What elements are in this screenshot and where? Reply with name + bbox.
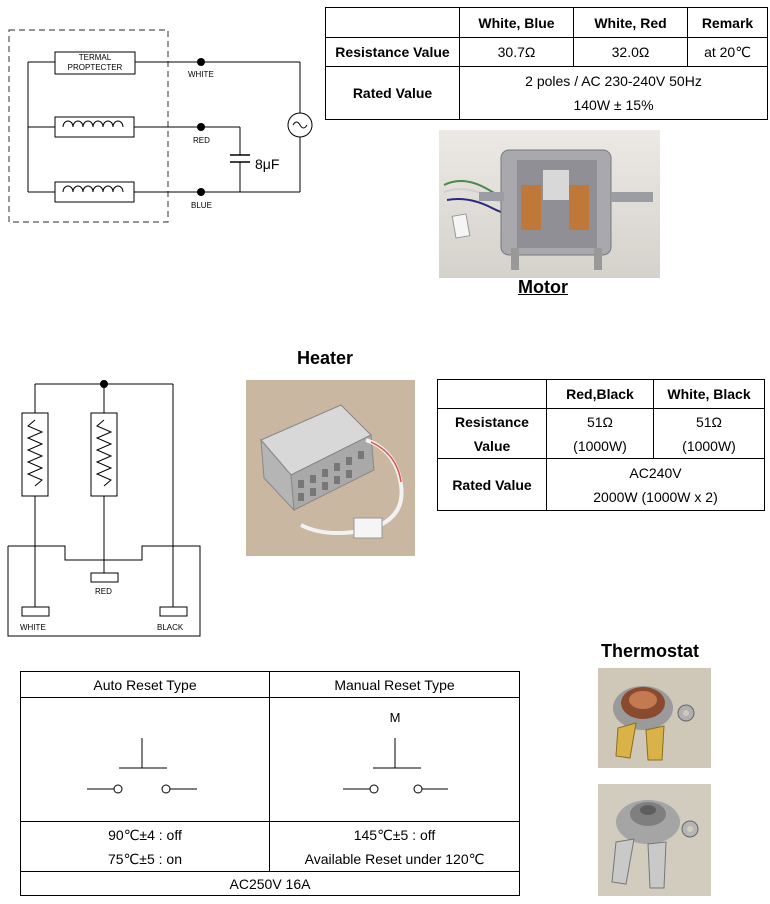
motor-resistance-white-red: 32.0Ω <box>573 37 688 67</box>
wire-blue-label: BLUE <box>191 201 212 210</box>
motor-resistance-white-blue: 30.7Ω <box>459 37 574 67</box>
heater-black-terminal <box>159 606 188 617</box>
capacitor-label: 8μF <box>255 156 279 172</box>
heater-row-resistance-2: Value <box>473 437 511 454</box>
heater-wire-red-label: RED <box>95 587 112 596</box>
motor-coil-2 <box>54 181 135 203</box>
motor-col-remark: Remark <box>687 7 768 38</box>
heater-title: Heater <box>297 348 354 368</box>
motor-col-white-red: White, Red <box>573 7 688 38</box>
thermostat-col-auto: Auto Reset Type <box>20 671 270 698</box>
heater-col-white-black: White, Black <box>653 379 765 409</box>
thermal-protector-label-2: PROPTECTER <box>68 63 123 72</box>
heater-rated-line-2: 2000W (1000W x 2) <box>593 488 718 505</box>
heater-row-rated: Rated Value <box>437 458 547 511</box>
auto-reset-on: 75℃±5 : on <box>107 850 182 867</box>
heater-photo <box>246 380 415 556</box>
heater-circuit-diagram: WHITE RED BLACK <box>7 380 201 637</box>
motor-rated-line-1: 2 poles / AC 230-240V 50Hz <box>525 73 702 89</box>
heater-res-white-black-watt: (1000W) <box>682 437 736 454</box>
heater-res-red-black: 51Ω <box>586 413 614 430</box>
motor-caption: Motor <box>518 277 568 297</box>
heater-red-terminal <box>90 572 119 583</box>
heater-wire-white-label: WHITE <box>20 623 46 632</box>
auto-reset-symbol-cell <box>20 697 270 822</box>
auto-reset-off: 90℃±4 : off <box>108 826 182 843</box>
motor-rated-line-2: 140W ± 15% <box>573 97 654 113</box>
thermostat-rating: AC250V 16A <box>20 871 520 896</box>
wire-red-label: RED <box>193 136 210 145</box>
manual-reset-available: Available Reset under 120℃ <box>304 850 485 867</box>
manual-reset-switch-symbol: M <box>343 710 448 794</box>
motor-coil-1 <box>54 116 135 138</box>
motor-photo <box>439 130 660 278</box>
motor-row-rated: Rated Value <box>325 66 460 120</box>
thermal-protector-label-1: TERMAL <box>79 53 112 62</box>
heater-res-red-black-watt: (1000W) <box>573 437 627 454</box>
manual-reset-symbol-label: M <box>390 710 401 725</box>
heater-white-terminal <box>21 606 50 617</box>
motor-spec-table: White, Blue White, Red Remark Resistance… <box>325 7 768 120</box>
motor-resistance-remark: at 20℃ <box>687 37 768 67</box>
thermostat-col-manual: Manual Reset Type <box>269 671 520 698</box>
heater-res-white-black: 51Ω <box>695 413 723 430</box>
heater-resistor-2 <box>90 412 118 497</box>
heater-row-resistance-1: Resistance <box>455 413 529 430</box>
thermostat-photo-manual <box>598 784 711 896</box>
heater-col-red-black: Red,Black <box>546 379 654 409</box>
heater-rated-line-1: AC240V <box>629 464 682 481</box>
motor-col-white-blue: White, Blue <box>459 7 574 38</box>
thermostat-title: Thermostat <box>601 641 700 661</box>
heater-table-corner <box>437 379 547 409</box>
thermostat-spec-table: Auto Reset Type Manual Reset Type M <box>20 671 520 896</box>
thermostat-photo-auto <box>598 668 711 768</box>
red-terminal <box>197 123 205 131</box>
motor-circuit-diagram: TERMAL PROPTECTER WHITE RED BLUE 8μF <box>8 29 313 223</box>
motor-table-corner <box>325 7 460 38</box>
manual-reset-symbol-cell: M <box>269 697 520 822</box>
blue-terminal <box>197 188 205 196</box>
white-terminal <box>197 58 205 66</box>
wire-white-label: WHITE <box>188 70 214 79</box>
motor-row-resistance: Resistance Value <box>325 37 460 67</box>
heater-resistor-1 <box>21 412 49 497</box>
heater-wire-black-label: BLACK <box>157 623 184 632</box>
manual-reset-off: 145℃±5 : off <box>353 826 436 843</box>
thermal-protector <box>54 51 136 75</box>
auto-reset-switch-symbol <box>87 738 197 794</box>
heater-spec-table: Red,Black White, Black Resistance Value … <box>437 379 765 511</box>
